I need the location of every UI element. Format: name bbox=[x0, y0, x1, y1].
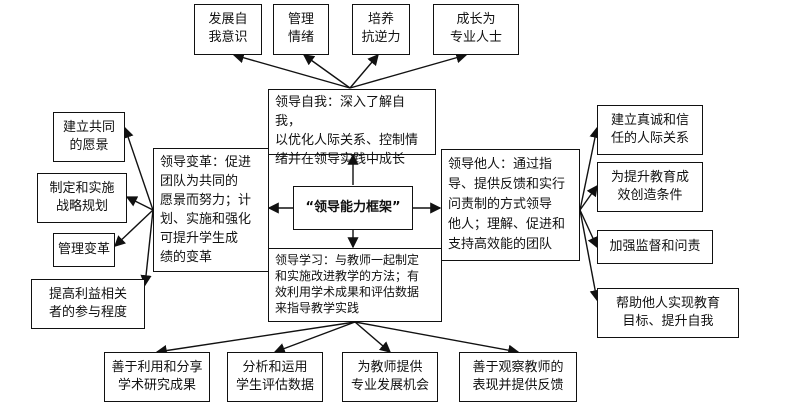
learning-main-box: 领导学习：与教师一起制定 和实施改进教学的方法；有 效利用学术成果和评估数据 来… bbox=[268, 248, 442, 322]
others-main-box: 领导他人：通过指 导、提供反馈和实行 问责制的方式领导 他人；理解、促进和 支持… bbox=[441, 149, 580, 261]
change-item-3: 管理变革 bbox=[53, 233, 115, 267]
others-item-4: 帮助他人实现教育 目标、提升自我 bbox=[597, 288, 739, 338]
arrow-others-2 bbox=[579, 184, 598, 211]
self-item-2: 管理 情绪 bbox=[273, 4, 329, 55]
others-item-1: 建立真诚和信 任的人际关系 bbox=[597, 105, 703, 155]
arrow-change-3 bbox=[113, 209, 154, 247]
learning-item-2: 分析和运用 学生评估数据 bbox=[227, 352, 323, 402]
self-item-4: 成长为 专业人士 bbox=[433, 4, 519, 55]
self-item-1: 发展自 我意识 bbox=[194, 4, 262, 55]
arrow-change-1 bbox=[122, 126, 154, 211]
arrow-self-4 bbox=[349, 52, 468, 89]
others-item-3: 加强监督和问责 bbox=[597, 230, 713, 264]
arrow-learning-1 bbox=[155, 321, 356, 357]
learning-item-1: 善于利用和分享 学术研究成果 bbox=[104, 352, 210, 402]
arrow-learning-4 bbox=[354, 321, 520, 356]
change-main-box: 领导变革：促进 团队为共同的 愿景而努力；计 划、实施和强化 可提升学生成 绩的… bbox=[153, 148, 269, 272]
self-item-3: 培养 抗逆力 bbox=[352, 4, 410, 55]
arrow-learning-2 bbox=[273, 321, 356, 354]
arrow-self-1 bbox=[232, 52, 351, 89]
arrow-change-2 bbox=[125, 196, 154, 211]
arrow-others-3 bbox=[579, 209, 598, 249]
arrow-others-1 bbox=[579, 126, 601, 211]
learning-item-4: 善于观察教师的 表现并提供反馈 bbox=[459, 352, 577, 402]
arrow-self-2 bbox=[302, 54, 351, 89]
center-box: “领导能力框架” bbox=[293, 186, 413, 230]
change-item-1: 建立共同 的愿景 bbox=[53, 112, 125, 162]
others-item-2: 为提升教育成 效创造条件 bbox=[597, 162, 703, 212]
arrow-others-4 bbox=[579, 209, 601, 302]
arrow-learning-3 bbox=[354, 321, 392, 353]
self-main-box: 领导自我：深入了解自我， 以优化人际关系、控制情 绪并在领导实践中成长 bbox=[268, 89, 436, 167]
change-item-2: 制定和实施 战略规划 bbox=[37, 173, 127, 223]
learning-item-3: 为教师提供 专业发展机会 bbox=[342, 352, 438, 402]
change-item-4: 提高利益相关 者的参与程度 bbox=[31, 279, 145, 329]
arrow-self-3 bbox=[349, 53, 379, 89]
arrow-change-4 bbox=[140, 209, 154, 287]
